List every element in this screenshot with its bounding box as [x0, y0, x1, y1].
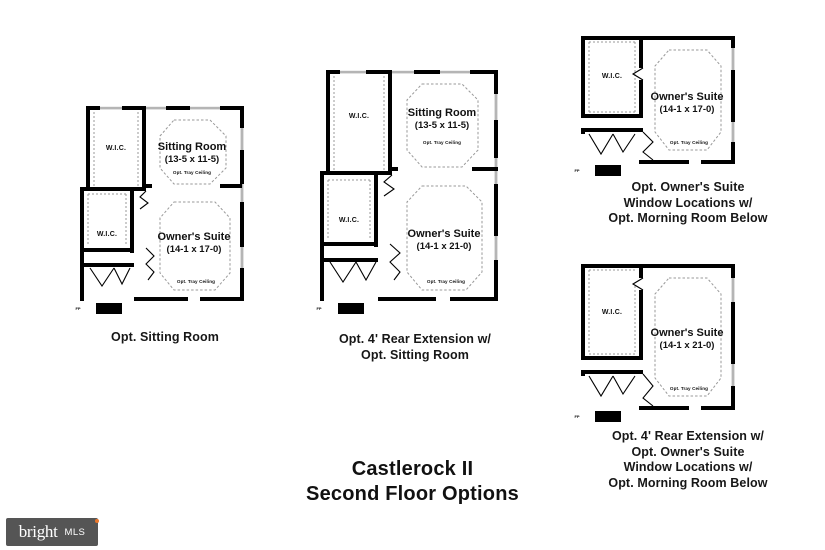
fireplace-marker [595, 411, 621, 422]
doors [89, 190, 155, 287]
fireplace-marker-label: FP [75, 306, 80, 311]
fireplace-marker [338, 303, 364, 314]
doors [588, 277, 654, 407]
room-label-sitting-room: Sitting Room [408, 107, 477, 119]
tray-ceiling-note-sitting-room: Opt. Tray Ceiling [173, 170, 211, 175]
floor-plan-opt-owners-suite-window-locations: Owner's Suite (14-1 x 17-0) Opt. Tray Ce… [565, 28, 755, 178]
tray-ceiling-outlines [406, 83, 483, 291]
floor-plan-4-drawing: Owner's Suite (14-1 x 21-0) Opt. Tray Ce… [574, 264, 735, 422]
room-label-owners-suite: Owner's Suite [651, 327, 724, 339]
doors [329, 174, 401, 284]
logo-wordmark: bright [18, 522, 58, 541]
tray-ceiling-note-owners-suite: Opt. Tray Ceiling [670, 386, 708, 391]
caption-plan-2-line-2: Opt. Sitting Room [361, 347, 469, 362]
floor-plan-1-drawing: Sitting Room (13-5 x 11-5) Opt. Tray Cei… [75, 106, 244, 314]
floor-plan-3-drawing: Owner's Suite (14-1 x 17-0) Opt. Tray Ce… [574, 36, 735, 176]
bright-mls-logo: bright MLS [6, 518, 99, 546]
room-label-wic: W.I.C. [602, 73, 622, 80]
walls [581, 36, 735, 164]
caption-plan-4: Opt. 4' Rear Extension w/ Opt. Owner's S… [578, 429, 798, 491]
caption-plan-1: Opt. Sitting Room [60, 330, 270, 346]
room-label-wic-lower: W.I.C. [97, 231, 117, 238]
caption-plan-3-line-1: Opt. Owner's Suite [631, 180, 745, 194]
room-dim-owners-suite: (14-1 x 17-0) [660, 104, 715, 115]
walls [80, 106, 244, 301]
tray-ceiling-outlines [654, 49, 722, 151]
logo-suffix: MLS [64, 526, 86, 538]
tray-ceiling-outlines [654, 277, 722, 397]
room-dim-owners-suite: (14-1 x 21-0) [660, 340, 715, 351]
room-label-owners-suite: Owner's Suite [158, 231, 231, 243]
room-label-wic-lower: W.I.C. [339, 217, 359, 224]
fireplace-marker-label: FP [574, 414, 579, 419]
room-label-owners-suite: Owner's Suite [408, 228, 481, 240]
document-title-block: Castlerock II Second Floor Options [285, 457, 540, 507]
document-title-line-1: Castlerock II [351, 458, 474, 480]
room-dim-sitting-room: (13-5 x 11-5) [165, 154, 219, 165]
tray-ceiling-outlines [159, 119, 231, 291]
tray-ceiling-note-owners-suite: Opt. Tray Ceiling [427, 279, 465, 284]
fireplace-marker [96, 303, 122, 314]
caption-plan-4-line-2: Opt. Owner's Suite [631, 444, 745, 459]
fireplace-marker [595, 165, 621, 176]
fireplace-marker-label: FP [574, 168, 579, 173]
logo-accent-dot-icon [95, 519, 99, 523]
tray-ceiling-note-sitting-room: Opt. Tray Ceiling [423, 140, 461, 145]
closet-shelving [327, 76, 385, 240]
room-dim-owners-suite: (14-1 x 17-0) [167, 244, 222, 255]
caption-plan-1-line-1: Opt. Sitting Room [111, 330, 219, 344]
fireplace-marker-label: FP [316, 306, 321, 311]
caption-plan-4-line-4: Opt. Morning Room Below [608, 475, 768, 490]
floor-plan-opt-4ft-rear-extension-owners-suite-windows: Owner's Suite (14-1 x 21-0) Opt. Tray Ce… [565, 256, 755, 424]
caption-plan-4-line-1: Opt. 4' Rear Extension w/ [611, 429, 765, 443]
room-dim-sitting-room: (13-5 x 11-5) [415, 120, 469, 131]
tray-ceiling-note-owners-suite: Opt. Tray Ceiling [177, 279, 215, 284]
doors [588, 67, 654, 161]
document-title-line-2: Second Floor Options [306, 483, 519, 505]
room-label-sitting-room: Sitting Room [158, 141, 227, 153]
caption-plan-4-line-3: Window Locations w/ [623, 460, 753, 474]
room-label-wic: W.I.C. [602, 309, 622, 316]
walls [581, 264, 735, 410]
room-label-wic-upper: W.I.C. [349, 113, 369, 120]
caption-plan-3-line-3: Opt. Morning Room Below [608, 211, 768, 225]
closet-shelving [87, 112, 139, 246]
floor-plan-2-drawing: Sitting Room (13-5 x 11-5) Opt. Tray Cei… [316, 70, 498, 314]
closet-shelving [588, 269, 636, 355]
caption-plan-2: Opt. 4' Rear Extension w/ Opt. Sitting R… [305, 332, 525, 363]
room-label-wic-upper: W.I.C. [106, 145, 126, 152]
tray-ceiling-note-owners-suite: Opt. Tray Ceiling [670, 140, 708, 145]
floor-plan-opt-4ft-rear-extension-sitting-room: Sitting Room (13-5 x 11-5) Opt. Tray Cei… [310, 62, 520, 327]
room-dim-owners-suite: (14-1 x 21-0) [417, 241, 472, 252]
floor-plan-opt-sitting-room: Sitting Room (13-5 x 11-5) Opt. Tray Cei… [70, 98, 260, 323]
walls [320, 70, 498, 301]
caption-plan-3: Opt. Owner's Suite Window Locations w/ O… [578, 180, 798, 227]
caption-plan-2-line-1: Opt. 4' Rear Extension w/ [338, 332, 492, 346]
caption-plan-3-line-2: Window Locations w/ [623, 195, 753, 210]
room-label-owners-suite: Owner's Suite [651, 91, 724, 103]
